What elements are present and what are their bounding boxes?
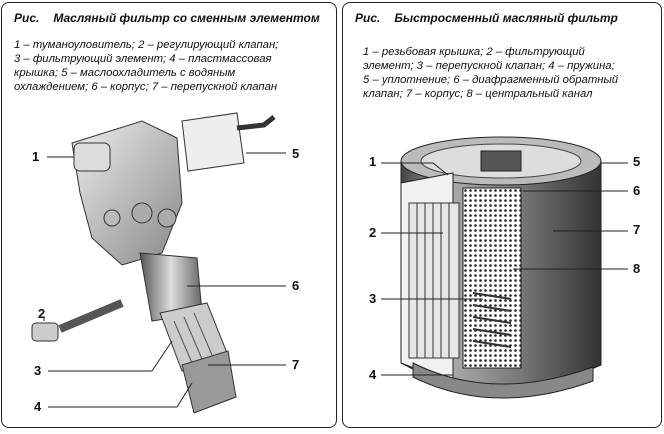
legend-line: 3 – фильтрующий элемент; 4 – пластмассов… [14, 53, 272, 65]
legend-line: 1 – туманоуловитель; 2 – регулирующий кл… [14, 39, 279, 51]
legend-line: элемент; 3 – перепускной клапан; 4 – пру… [363, 60, 615, 72]
callout-4: 4 [369, 367, 377, 382]
right-figure-prefix: Рис. [355, 11, 381, 25]
right-figure-title: Рис. Быстросменный масляный фильтр [355, 11, 618, 25]
right-figure-legend: 1 – резьбовая крышка; 2 – фильтрующий эл… [363, 45, 618, 101]
callout-1: 1 [32, 149, 40, 164]
callout-5: 5 [633, 154, 641, 169]
callout-4: 4 [34, 399, 42, 414]
right-figure-panel: Рис. Быстросменный масляный фильтр 1 – ре… [342, 2, 662, 428]
oil-filter-replaceable-element-illustration [31, 112, 286, 414]
legend-line: 1 – резьбовая крышка; 2 – фильтрующий [363, 46, 585, 58]
callout-2: 2 [38, 306, 46, 321]
legend-line: крышка; 5 – маслоохладитель с водяным [14, 67, 236, 79]
left-figure-caption: Масляный фильтр со сменным элементом [53, 11, 320, 25]
callout-6: 6 [633, 183, 641, 198]
callout-3: 3 [369, 291, 377, 306]
right-figure-caption: Быстросменный масляный фильтр [394, 11, 618, 25]
legend-line: клапан; 7 – корпус; 8 – центральный кана… [363, 88, 593, 100]
legend-line: охлаждением; 6 – корпус; 7 – перепускной… [14, 81, 278, 93]
callout-7: 7 [292, 357, 300, 372]
quick-change-oil-filter-illustration [381, 136, 628, 399]
callout-2: 2 [369, 225, 377, 240]
callout-3: 3 [34, 363, 42, 378]
callout-5: 5 [292, 146, 300, 161]
callout-1: 1 [369, 154, 377, 169]
left-figure-legend: 1 – туманоуловитель; 2 – регулирующий кл… [14, 38, 278, 94]
callout-8: 8 [633, 261, 641, 276]
left-figure-prefix: Рис. [14, 11, 40, 25]
left-figure-panel: Рис. Масляный фильтр со сменным элементом… [1, 2, 337, 428]
callout-7: 7 [633, 222, 641, 237]
left-figure-title: Рис. Масляный фильтр со сменным элементом [14, 11, 320, 25]
legend-line: 5 – уплотнение; 6 – диафрагменный обратн… [363, 74, 619, 86]
callout-6: 6 [292, 278, 300, 293]
